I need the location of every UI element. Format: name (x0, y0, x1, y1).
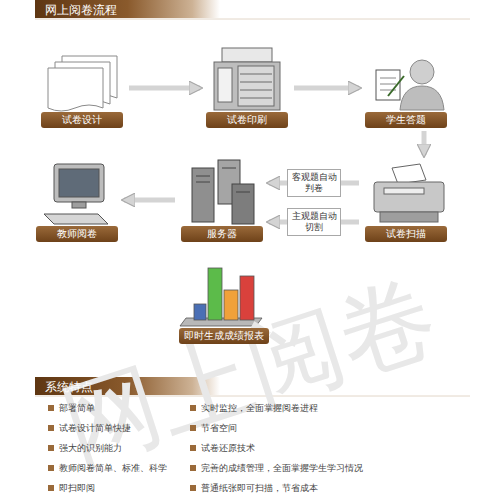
student-icon (380, 78, 396, 79)
bullet (48, 445, 54, 451)
computer-icon (54, 164, 104, 202)
server-icon (192, 160, 254, 224)
paper-stack-icon (48, 68, 103, 111)
scanner-icon (392, 164, 426, 184)
bar-chart-icon (224, 290, 238, 320)
copier-icon (214, 48, 280, 110)
node-label: 试卷印刷 (206, 112, 288, 128)
server-icon (196, 176, 210, 177)
bullet (48, 465, 54, 471)
bar-chart-icon (194, 304, 206, 320)
page-title: 网上阅卷流程 (45, 2, 117, 19)
bullet (190, 465, 196, 471)
edge-label: 主观题自动切割 (287, 208, 341, 236)
server-icon (236, 192, 250, 193)
node-label: 教师阅卷 (36, 226, 118, 242)
computer-icon (72, 202, 86, 208)
header-band (35, 19, 470, 20)
node-label: 学生答题 (365, 112, 447, 128)
node-label: 服务器 (181, 226, 263, 242)
copier-icon (214, 62, 280, 110)
server-icon (222, 168, 236, 169)
computer-icon (44, 164, 108, 224)
feature-item: 教师阅卷简单、标准、科学 (48, 462, 167, 474)
process-node: 服务器 (178, 154, 266, 242)
student-icon (380, 84, 396, 85)
scanner-icon (374, 182, 444, 212)
edge-label: 客观题自动判卷 (287, 169, 341, 197)
copier-icon (240, 98, 272, 99)
bullet (48, 425, 54, 431)
copier-icon (222, 48, 272, 62)
scanner-icon (374, 164, 444, 222)
scanner-icon (384, 188, 424, 194)
bullet (48, 485, 54, 491)
bullet (48, 405, 54, 411)
feature-item: 部署简单 (48, 402, 95, 414)
process-node: 即时生成成绩报表 (176, 252, 272, 344)
bullet (190, 445, 196, 451)
feature-item: 试卷设计简单快捷 (48, 422, 131, 434)
process-node: 学生答题 (362, 50, 450, 128)
bullet (190, 485, 196, 491)
copier-icon (240, 82, 272, 83)
copier-icon (240, 74, 272, 75)
feature-item: 试卷还原技术 (190, 442, 255, 454)
section-heading: 系统特点 (45, 379, 93, 396)
student-icon (400, 86, 444, 110)
computer-icon (44, 214, 108, 224)
feature-item: 实时监控，全面掌握阅卷进程 (190, 402, 318, 414)
feature-item: 强大的识别能力 (48, 442, 122, 454)
process-node: 教师阅卷 (33, 158, 121, 242)
node-label: 即时生成成绩报表 (179, 328, 269, 344)
paper-stack-icon (48, 56, 117, 111)
student-icon (376, 60, 444, 110)
process-node: 试卷扫描 (362, 158, 450, 242)
feature-item: 普通纸张即可扫描，节省成本 (190, 482, 318, 494)
flow-arrow (422, 131, 427, 155)
process-node: 试卷印刷 (203, 44, 291, 128)
server-icon (232, 184, 254, 224)
server-icon (192, 168, 214, 222)
copier-icon (240, 90, 272, 91)
student-icon (410, 60, 434, 84)
feature-item: 节省空间 (190, 422, 237, 434)
node-label: 试卷扫描 (365, 226, 447, 242)
bullet (190, 405, 196, 411)
flow-arrow (294, 86, 359, 91)
copier-icon (218, 68, 232, 102)
flow-arrow (124, 198, 175, 203)
header-band (35, 0, 220, 18)
computer-icon (59, 169, 99, 197)
flow-arrow (129, 86, 200, 91)
student-icon (388, 76, 404, 96)
feature-item: 完善的成绩管理，全面掌握学生学习情况 (190, 462, 363, 474)
bullet (190, 425, 196, 431)
scanner-icon (380, 212, 438, 222)
feature-item: 即扫即阅 (48, 482, 95, 494)
node-label: 试卷设计 (41, 112, 123, 128)
process-node: 试卷设计 (38, 52, 126, 128)
bar-chart-icon (208, 268, 222, 320)
server-icon (196, 182, 210, 183)
copier-icon (238, 66, 274, 106)
